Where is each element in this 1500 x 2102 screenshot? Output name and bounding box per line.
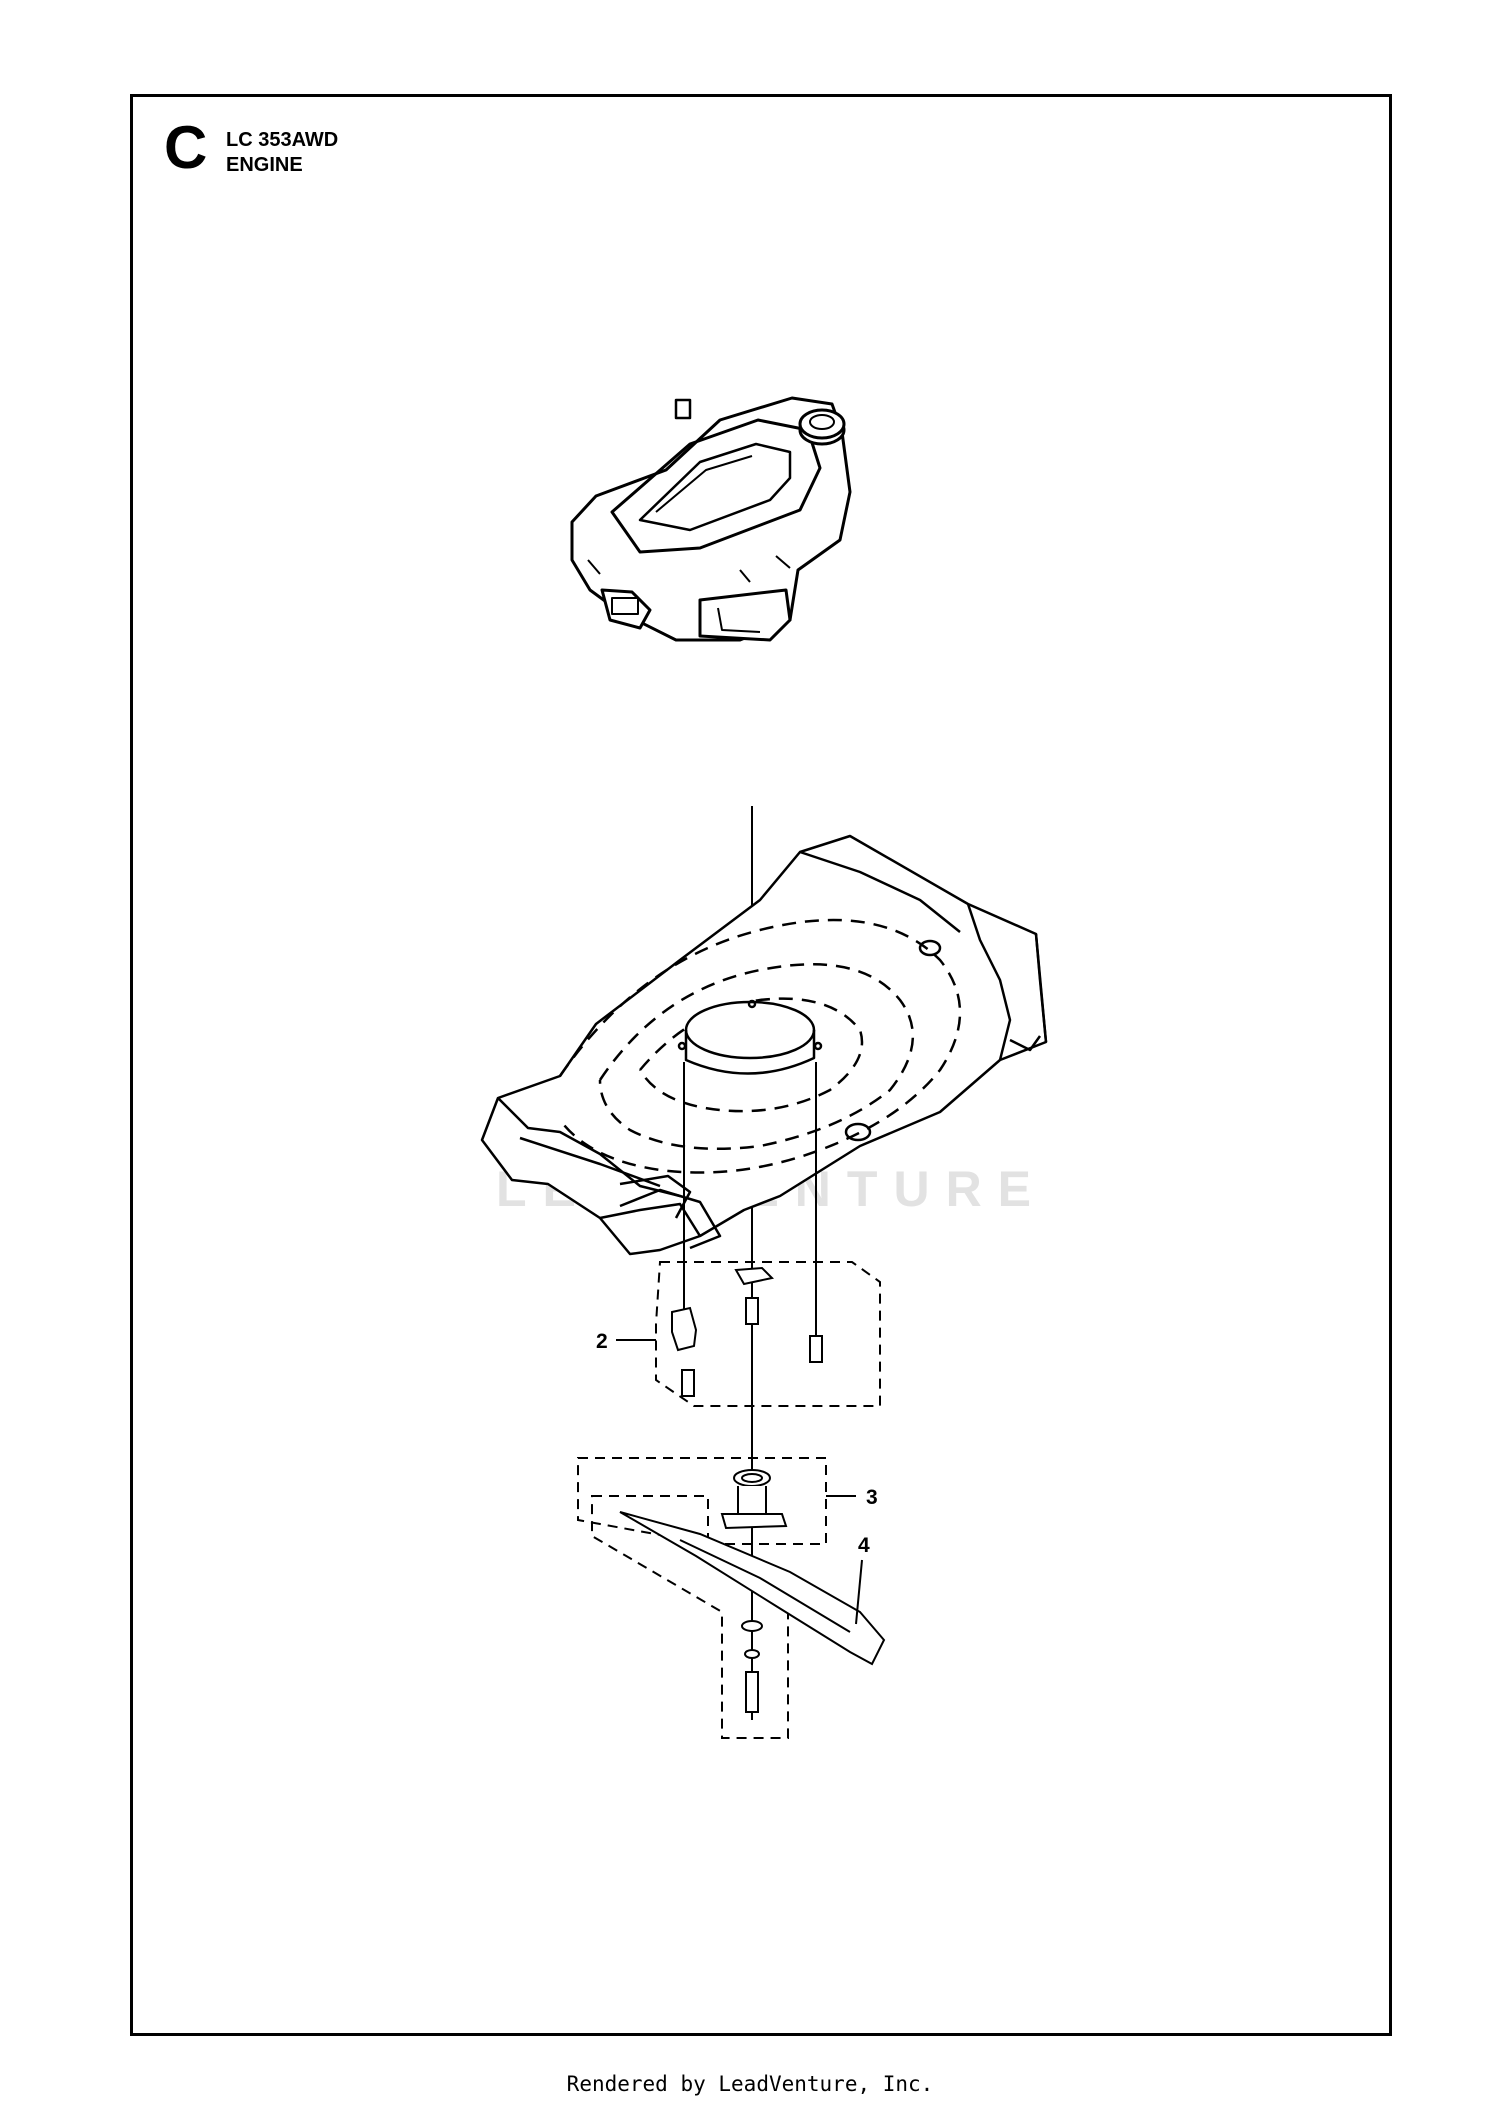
diagram-frame — [130, 94, 1392, 2036]
callout-3-label: 3 — [866, 1486, 878, 1509]
engine-illustration — [570, 396, 852, 642]
callout-3-part-group — [577, 1457, 856, 1545]
callout-4-part-group — [591, 1495, 886, 1739]
section-name: ENGINE — [226, 154, 303, 176]
section-letter: C — [164, 114, 208, 181]
callout-2-part-group — [616, 1062, 881, 1407]
callout-2-label: 2 — [596, 1330, 608, 1353]
mower-deck-illustration — [480, 834, 1048, 1256]
title-block: LC 353AWD ENGINE — [226, 128, 338, 178]
model-name: LC 353AWD — [226, 129, 339, 151]
footer-credit: Rendered by LeadVenture, Inc. — [566, 2072, 934, 2096]
callout-4-label: 4 — [858, 1534, 870, 1557]
